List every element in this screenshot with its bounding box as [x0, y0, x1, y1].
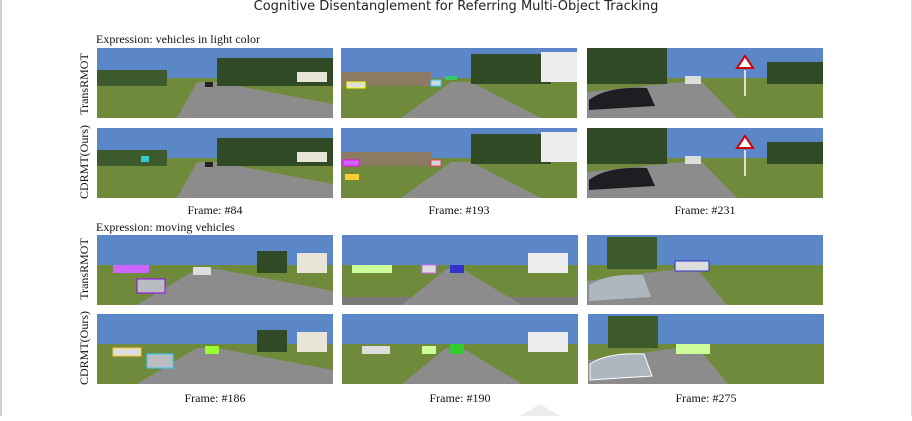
frame-image-231-transrmot [587, 48, 823, 118]
frame-label-193: Frame: #193 [428, 203, 490, 217]
row-label-transrmot-1: TransRMOT [77, 53, 91, 115]
frame-image-186-transrmot [97, 235, 333, 305]
frame-image-193-transrmot [341, 48, 577, 118]
expression-1: Expression: vehicles in light color [96, 32, 260, 46]
frame-image-84-transrmot [97, 48, 333, 118]
page-edge-left [0, 0, 2, 416]
frame-image-190-cdrmt [342, 314, 578, 384]
frame-image-186-cdrmt [97, 314, 333, 384]
row-label-transrmot-2: TransRMOT [77, 238, 91, 300]
frame-image-193-cdrmt [341, 128, 577, 198]
frame-label-84: Frame: #84 [187, 203, 243, 217]
frame-image-275-cdrmt [588, 314, 824, 384]
frame-label-186: Frame: #186 [184, 391, 246, 405]
frame-label-190: Frame: #190 [429, 391, 491, 405]
running-header: Cognitive Disentanglement for Referring … [253, 0, 659, 14]
frame-image-275-transrmot [587, 235, 823, 305]
frame-image-231-cdrmt [587, 128, 823, 198]
row-label-cdrmt-1: CDRMT(Ours) [77, 125, 91, 199]
frame-label-275: Frame: #275 [675, 391, 737, 405]
watermark-shape [520, 400, 560, 416]
frame-image-84-cdrmt [97, 128, 333, 198]
expression-2: Expression: moving vehicles [96, 220, 235, 234]
frame-image-190-transrmot [342, 235, 578, 305]
frame-label-231: Frame: #231 [674, 203, 736, 217]
row-label-cdrmt-2: CDRMT(Ours) [77, 311, 91, 385]
